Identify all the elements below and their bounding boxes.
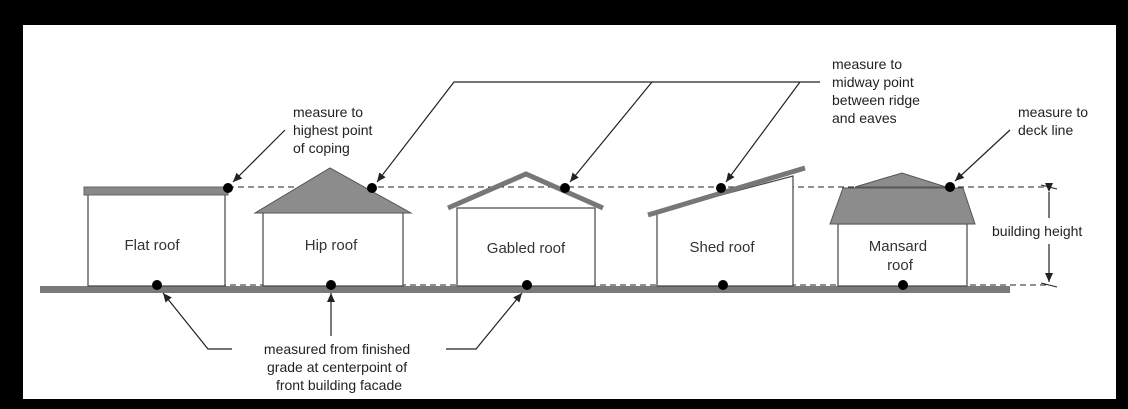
hip-midway-dot xyxy=(367,183,377,193)
hip-midway-arrow xyxy=(376,81,820,183)
shed-midway-dot xyxy=(716,183,726,193)
gable-grade-arrow xyxy=(446,292,523,350)
deck-line-dot xyxy=(945,182,955,192)
building-height-label: building height xyxy=(992,223,1082,239)
mansard-roof-house: Mansard roof xyxy=(829,172,976,287)
deck-annotation: measure to deck line xyxy=(1018,104,1092,138)
shed-roof-house: Shed roof xyxy=(647,165,806,287)
height-tick-bottom xyxy=(1040,282,1058,288)
gable-grade-dot xyxy=(522,280,532,290)
flat-roof-house: Flat roof xyxy=(83,186,229,287)
shed-midway-arrow xyxy=(725,81,801,183)
hip-roof-house: Hip roof xyxy=(253,167,413,287)
hip-grade-dot xyxy=(326,280,336,290)
hip-roof xyxy=(253,167,413,214)
coping-annotation: measure to highest point of coping xyxy=(293,104,376,156)
coping-arrow xyxy=(232,129,286,183)
mansard-roof-upper xyxy=(854,172,947,188)
grade-annotation: measured from finished grade at centerpo… xyxy=(264,341,414,393)
height-label-bg xyxy=(990,218,1114,244)
flat-roof-label: Flat roof xyxy=(124,237,180,254)
shed-roof-label: Shed roof xyxy=(689,239,755,256)
coping-dot xyxy=(223,183,233,193)
deck-arrow xyxy=(954,129,1011,182)
midway-annotation: measure to midway point between ridge an… xyxy=(832,56,924,126)
flat-roof xyxy=(83,186,229,196)
gable-midway-dot xyxy=(560,183,570,193)
mansard-grade-dot xyxy=(898,280,908,290)
gabled-roof xyxy=(447,171,605,211)
hip-roof-label: Hip roof xyxy=(305,237,358,254)
gabled-roof-house: Gabled roof xyxy=(447,171,605,287)
mansard-roof-lower xyxy=(829,187,976,225)
shed-roof xyxy=(647,165,806,218)
gable-midway-arrow xyxy=(569,81,653,183)
shed-grade-dot xyxy=(718,280,728,290)
mansard-roof-label: Mansard roof xyxy=(869,238,932,274)
flat-grade-dot xyxy=(152,280,162,290)
height-tick-top xyxy=(1040,184,1058,190)
flat-grade-arrow xyxy=(162,292,232,350)
gabled-roof-label: Gabled roof xyxy=(487,240,566,257)
